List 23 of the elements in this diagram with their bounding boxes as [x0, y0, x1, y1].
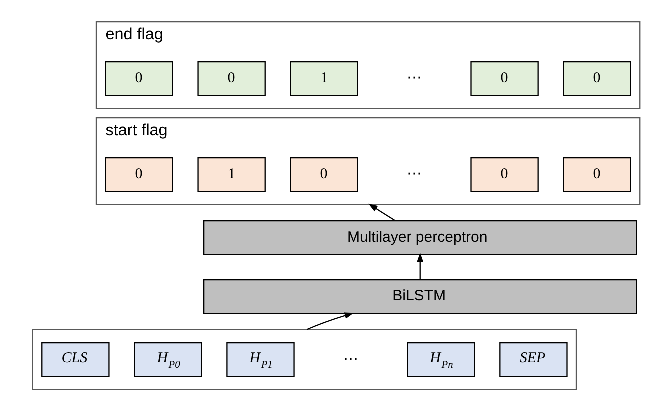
label: ⋯ — [406, 68, 422, 87]
node-box: H$_{Pn}$ — [406, 342, 475, 378]
node-box: 0 — [197, 61, 266, 96]
arrow — [416, 252, 424, 280]
arrow — [368, 204, 396, 222]
node-box: 1 — [197, 157, 266, 192]
node-box: 0 — [562, 61, 631, 96]
label: ⋯ — [406, 164, 422, 183]
node-box: 0 — [562, 157, 631, 192]
node-box: BiLSTM — [202, 279, 637, 314]
node-box: 0 — [104, 157, 173, 192]
node-box: H$_{P0}$ — [134, 342, 202, 378]
node-box: 0 — [290, 157, 358, 192]
node-box: H$_{P1}$ — [226, 342, 294, 378]
label: ⋯ — [342, 350, 358, 368]
cluster — [32, 329, 577, 390]
node-box: SEP — [499, 342, 568, 378]
node-box: 1 — [290, 61, 358, 96]
node-box: CLS — [41, 342, 110, 378]
node-box: 0 — [470, 157, 538, 192]
node-box: Multilayer perceptron — [202, 220, 637, 256]
node-box: 0 — [470, 61, 538, 96]
node-box: 0 — [104, 61, 173, 96]
